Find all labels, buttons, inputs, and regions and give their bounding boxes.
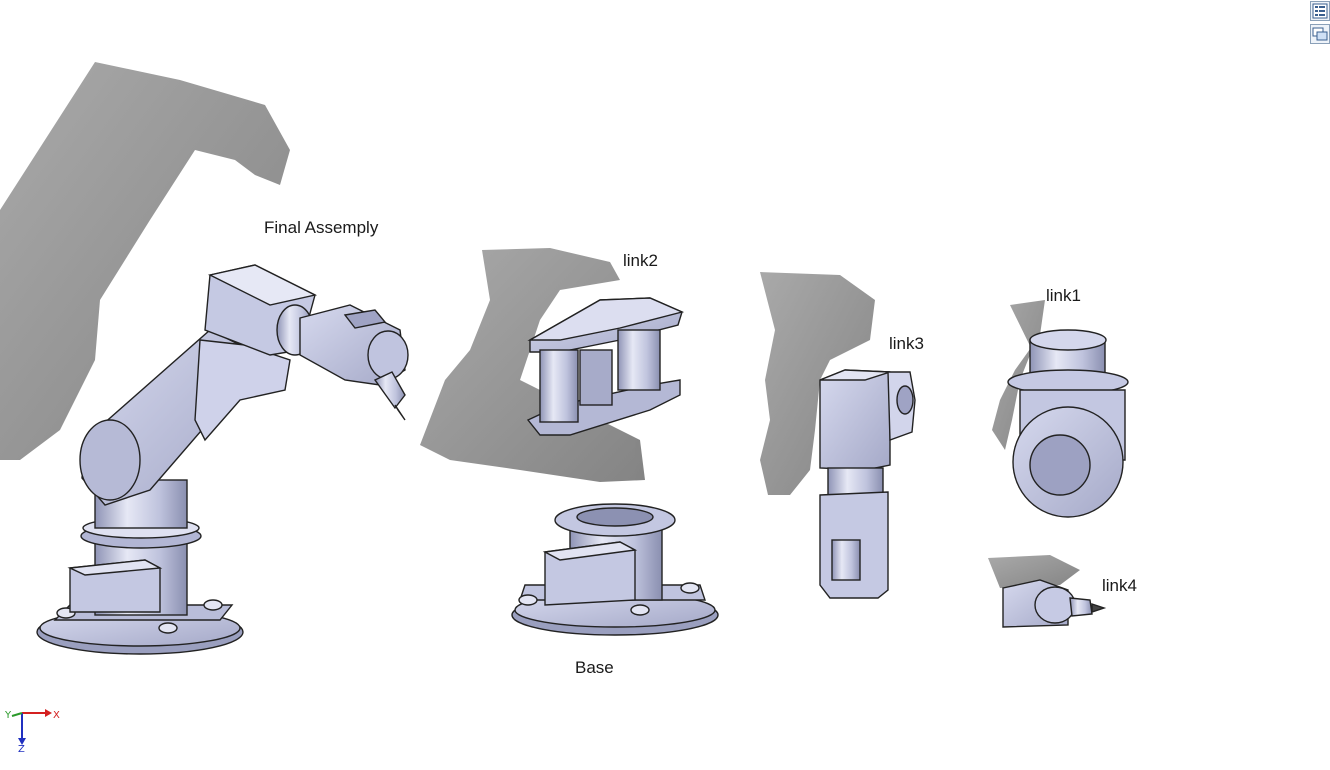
link4-model[interactable] bbox=[1002, 579, 1107, 628]
coordinate-triad: X Y Z bbox=[4, 709, 60, 755]
property-list-icon[interactable] bbox=[1310, 1, 1330, 21]
link3-label: link3 bbox=[889, 334, 924, 353]
link4-label: link4 bbox=[1102, 576, 1137, 595]
base-label: Base bbox=[575, 658, 614, 677]
triad-x-label: X bbox=[53, 710, 60, 721]
link2-label: link2 bbox=[623, 251, 658, 270]
link2-model[interactable] bbox=[526, 297, 685, 436]
triad-y-label: Y bbox=[4, 710, 12, 721]
final-assembly-model[interactable] bbox=[36, 264, 409, 655]
base-model[interactable] bbox=[511, 503, 719, 636]
link1-model[interactable] bbox=[1007, 329, 1129, 518]
link1-label: link1 bbox=[1046, 286, 1081, 305]
final-assembly-label: Final Assemply bbox=[264, 218, 379, 237]
display-pane-icon[interactable] bbox=[1310, 24, 1330, 44]
triad-z-label: Z bbox=[18, 744, 25, 755]
link3-model[interactable] bbox=[819, 369, 916, 599]
